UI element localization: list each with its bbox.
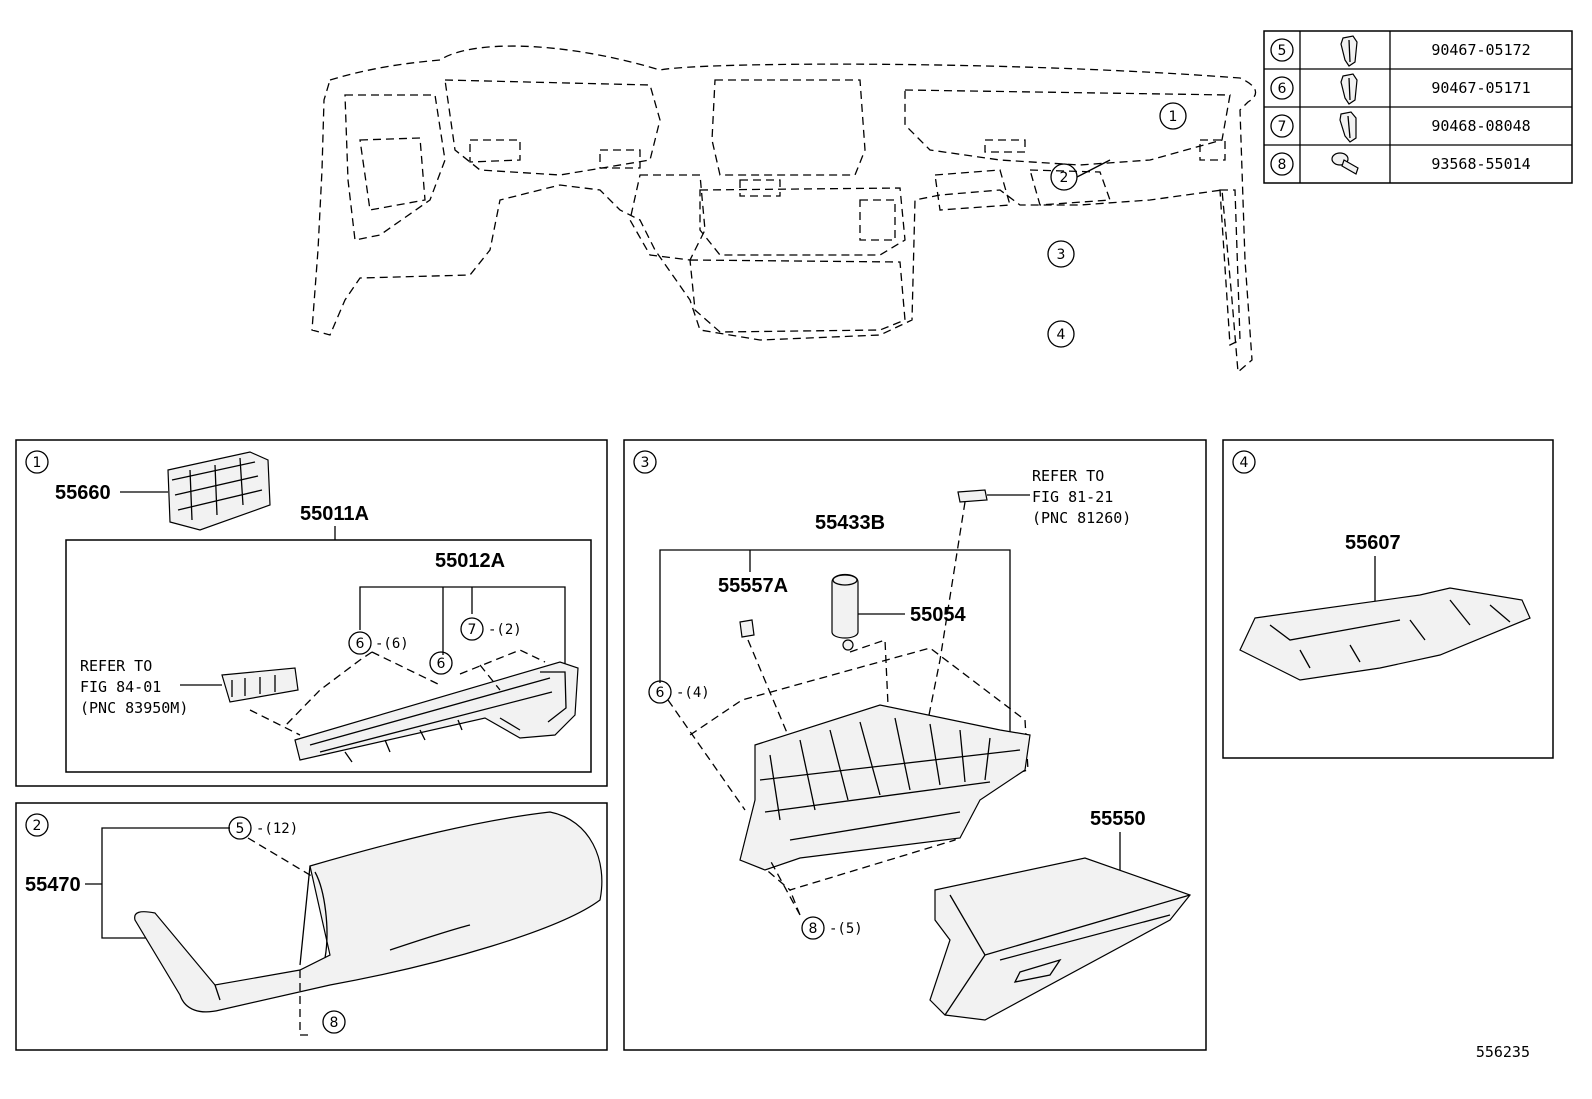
stopper-55557A (739, 619, 755, 638)
label-55607: 55607 (1345, 532, 1401, 554)
label-55557A: 55557A (718, 575, 788, 597)
table-ref-8: 8 (1278, 157, 1287, 173)
fastener-table (1263, 30, 1573, 184)
instrument-panel-overview (311, 45, 1257, 374)
table-part-93568-55014: 93568-55014 (1431, 155, 1530, 173)
panel1-clip7-callout: 7 (468, 622, 477, 638)
overview-callout-4: 4 (1057, 327, 1066, 343)
panel-4-number: 4 (1240, 455, 1249, 471)
panel3-screw8-qty: -(5) (829, 921, 863, 937)
panel1-clip6-callout: 6 (356, 636, 365, 652)
panel3-screw8-callout: 8 (809, 921, 818, 937)
table-part-90468-08048: 90468-08048 (1431, 117, 1530, 135)
garnish-55012A (294, 661, 579, 763)
panel3-refer-line1: REFER TO (1032, 467, 1104, 485)
label-55433B: 55433B (815, 512, 885, 534)
lower-panel-55470 (134, 811, 603, 1013)
label-55011A: 55011A (300, 503, 369, 525)
panel-1-frame (15, 439, 608, 787)
overview-callout-3: 3 (1057, 247, 1066, 263)
glove-box-housing-55433B (739, 704, 1031, 871)
panel2-clip5-qty: -(12) (256, 821, 298, 837)
screw-icon (1331, 152, 1359, 175)
table-ref-6: 6 (1278, 81, 1287, 97)
panel2-screw8-callout: 8 (330, 1015, 339, 1031)
panel-3-number: 3 (641, 455, 650, 471)
panel3-clip6-qty: -(4) (676, 685, 710, 701)
damper-55054 (831, 573, 859, 651)
undercover-55607 (1239, 587, 1531, 681)
overview-callout-2: 2 (1060, 170, 1069, 186)
diagram-id: 556235 (1476, 1043, 1530, 1061)
label-55550: 55550 (1090, 808, 1146, 830)
panel-2-frame (15, 802, 608, 1051)
panel3-refer-line2: FIG 81-21 (1032, 488, 1113, 506)
table-part-90467-05172: 90467-05172 (1431, 41, 1530, 59)
panel-1-number: 1 (33, 455, 42, 471)
table-part-90467-05171: 90467-05171 (1431, 79, 1530, 97)
panel-4-frame (1222, 439, 1554, 759)
panel1-refer-line1: REFER TO (80, 657, 152, 675)
label-55470: 55470 (25, 874, 81, 896)
switch-55660 (167, 451, 271, 531)
panel-3-frame (623, 439, 1207, 1051)
label-55012A: 55012A (435, 550, 505, 572)
switch-81260 (957, 489, 988, 503)
panel1-refer-line2: FIG 84-01 (80, 678, 161, 696)
glove-box-door-55550 (929, 857, 1191, 1021)
panel1-clip6b-callout: 6 (437, 656, 446, 672)
panel-2-number: 2 (33, 818, 42, 834)
table-ref-7: 7 (1278, 119, 1287, 135)
panel3-refer-line3: (PNC 81260) (1032, 509, 1131, 527)
label-55660: 55660 (55, 482, 111, 504)
clip-icon (1340, 35, 1358, 67)
panel1-refer-line3: (PNC 83950M) (80, 699, 188, 717)
switch-83950M (221, 667, 299, 703)
panel3-clip6-callout: 6 (656, 685, 665, 701)
overview-callout-1: 1 (1169, 109, 1178, 125)
label-55054: 55054 (910, 604, 966, 626)
panel1-clip7-qty: -(2) (488, 622, 522, 638)
clip-icon (1339, 111, 1357, 143)
group-55011A-frame (65, 539, 592, 773)
panel1-clip6-qty: -(6) (375, 636, 409, 652)
clip-icon (1340, 73, 1358, 105)
table-ref-5: 5 (1278, 43, 1287, 59)
panel2-clip5-callout: 5 (236, 821, 245, 837)
